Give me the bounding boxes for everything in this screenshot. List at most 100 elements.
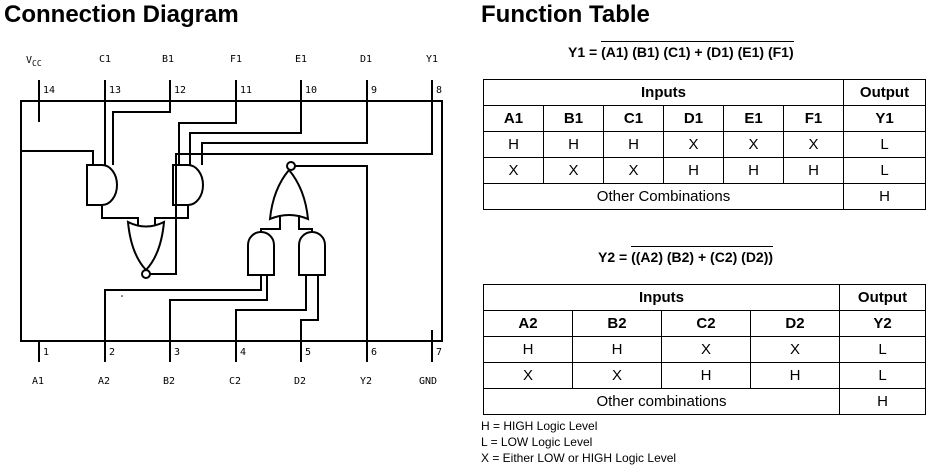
pin-number-4: 4 — [240, 347, 246, 358]
table1-cell: X — [483, 157, 544, 184]
table1-cell: X — [543, 157, 604, 184]
legend-high: H = HIGH Logic Level — [481, 419, 598, 433]
table2-cell: L — [839, 336, 926, 363]
table2-cell: X — [483, 362, 573, 389]
equation-y2-lhs: Y2 = — [598, 249, 628, 265]
pin-number-2: 2 — [109, 347, 115, 358]
table1-output-header: Output — [843, 79, 926, 106]
table-row: Other combinations H — [483, 388, 926, 415]
table1-cell: X — [783, 131, 844, 158]
equation-y2: Y2 = ((A2) (B2) + (C2) (D2)) — [598, 246, 774, 265]
table2-output-header: Output — [839, 284, 926, 311]
and-gate-4 — [298, 231, 326, 276]
legend-low: L = LOW Logic Level — [481, 435, 593, 449]
table1-cell: H — [603, 131, 664, 158]
table1-cell: H — [663, 157, 724, 184]
pin-label-d1: D1 — [360, 54, 372, 65]
table-row: H H X X L — [483, 336, 926, 363]
table2-cell: X — [572, 362, 662, 389]
pin-number-5: 5 — [305, 347, 311, 358]
nor-gate-y1 — [126, 220, 166, 272]
nor-gate-y2 — [268, 168, 310, 221]
pin-label-e1: E1 — [295, 54, 307, 65]
pin-label-gnd: GND — [419, 376, 437, 387]
pin-number-8: 8 — [436, 85, 442, 96]
table1-col-c1: C1 — [603, 105, 664, 132]
ic-package — [20, 100, 443, 342]
table2-col-b2: B2 — [572, 310, 662, 337]
pin-number-13: 13 — [109, 85, 121, 96]
pin-number-3: 3 — [174, 347, 180, 358]
table1-cell: H — [543, 131, 604, 158]
pin-label-c1: C1 — [99, 54, 111, 65]
equation-y1-lhs: Y1 = — [568, 44, 598, 60]
table1-inputs-header: Inputs — [483, 79, 844, 106]
pin-label-d2: D2 — [294, 376, 306, 387]
pin-number-10: 10 — [305, 85, 317, 96]
pin-label-vcc: VCC — [26, 55, 42, 68]
table2-cell: H — [661, 362, 751, 389]
table-row: H H H X X X L — [483, 131, 926, 158]
table1-cell: X — [663, 131, 724, 158]
pin-label-a1: A1 — [32, 376, 44, 387]
equation-y1-rhs: (A1) (B1) (C1) + (D1) (E1) (F1) — [601, 41, 794, 60]
pin-number-7: 7 — [436, 347, 442, 358]
table2-col-y2: Y2 — [839, 310, 926, 337]
table2-inputs-header: Inputs — [483, 284, 840, 311]
table1-cell: L — [843, 157, 926, 184]
table-row: X X H H L — [483, 362, 926, 389]
table1-col-d1: D1 — [663, 105, 724, 132]
pin-number-9: 9 — [371, 85, 377, 96]
table2-cell: L — [839, 362, 926, 389]
table1-column-headers: A1 B1 C1 D1 E1 F1 Y1 — [483, 105, 926, 132]
and-gate-1 — [86, 164, 118, 206]
table2-cell: X — [661, 336, 751, 363]
table1-cell: L — [843, 131, 926, 158]
table1-col-e1: E1 — [723, 105, 784, 132]
connection-diagram: VCC C1 B1 F1 E1 D1 Y1 14 13 12 11 10 9 8… — [20, 54, 443, 387]
legend-either: X = Either LOW or HIGH Logic Level — [481, 451, 677, 465]
pin-number-6: 6 — [371, 347, 377, 358]
and-gate-2 — [172, 164, 204, 206]
table2-column-headers: A2 B2 C2 D2 Y2 — [483, 310, 926, 337]
table1-cell: H — [783, 157, 844, 184]
pin-number-1: 1 — [43, 347, 49, 358]
pin-number-12: 12 — [174, 85, 186, 96]
function-table-2: Inputs Output A2 B2 C2 D2 Y2 H H X X L X… — [483, 284, 926, 415]
table1-cell: H — [723, 157, 784, 184]
and-gate-3 — [247, 231, 275, 276]
nor-gate-y2-bubble — [286, 161, 296, 171]
table-row: Other Combinations H — [483, 183, 926, 210]
function-table-title: Function Table — [481, 1, 650, 28]
table2-cell: H — [483, 336, 573, 363]
table1-cell: H — [483, 131, 544, 158]
table1-cell: X — [723, 131, 784, 158]
pin-label-a2: A2 — [98, 376, 110, 387]
legend: H = HIGH Logic Level L = LOW Logic Level… — [481, 418, 676, 466]
pin-label-b2: B2 — [163, 376, 175, 387]
table1-col-y1: Y1 — [843, 105, 926, 132]
table1-other-label: Other Combinations — [483, 183, 844, 210]
table2-cell: X — [750, 336, 840, 363]
table1-other-value: H — [843, 183, 926, 210]
table2-col-c2: C2 — [661, 310, 751, 337]
pin-number-11: 11 — [240, 85, 252, 96]
equation-y2-rhs: ((A2) (B2) + (C2) (D2)) — [631, 246, 774, 265]
table1-cell: X — [603, 157, 664, 184]
function-table-1: Inputs Output A1 B1 C1 D1 E1 F1 Y1 H H H… — [483, 79, 926, 210]
table2-col-a2: A2 — [483, 310, 573, 337]
connection-diagram-title: Connection Diagram — [4, 1, 239, 28]
table1-col-f1: F1 — [783, 105, 844, 132]
table2-other-value: H — [839, 388, 926, 415]
table1-col-b1: B1 — [543, 105, 604, 132]
table2-col-d2: D2 — [750, 310, 840, 337]
table1-col-a1: A1 — [483, 105, 544, 132]
table2-cell: H — [750, 362, 840, 389]
table-row: X X X H H H L — [483, 157, 926, 184]
pin-number-14: 14 — [43, 85, 55, 96]
table2-other-label: Other combinations — [483, 388, 840, 415]
pin-label-b1: B1 — [162, 54, 174, 65]
pin-label-f1: F1 — [230, 54, 242, 65]
pin-label-y1: Y1 — [426, 54, 438, 65]
pin-label-y2: Y2 — [360, 376, 372, 387]
